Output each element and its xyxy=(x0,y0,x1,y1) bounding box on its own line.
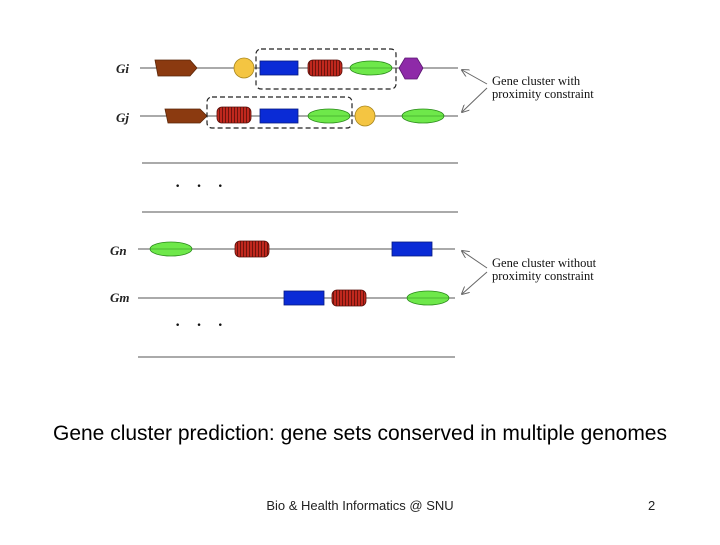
genome-label-gn: Gn xyxy=(110,243,127,258)
yellow-gene-gj xyxy=(354,105,376,127)
brown-gene-gj xyxy=(164,108,208,124)
red-gene-gj xyxy=(216,106,252,124)
genome-label-gm: Gm xyxy=(110,290,130,305)
ellipsis-top: · · · xyxy=(175,178,229,195)
cluster-box-gi xyxy=(255,48,397,90)
yellow-gene-gi xyxy=(233,57,255,79)
red-gene-gn xyxy=(234,240,270,258)
brown-gene-gi xyxy=(154,59,198,77)
slide-caption: Gene cluster prediction: gene sets conse… xyxy=(52,422,667,445)
red-gene-gi xyxy=(307,59,343,77)
genome-gi: Gi xyxy=(116,48,458,90)
annotation-without-line2: proximity constraint xyxy=(492,269,594,283)
blue-gene-gj xyxy=(259,108,299,124)
arrow-to-gm xyxy=(462,271,488,294)
purple-gene-gi xyxy=(398,57,424,80)
genome-gn: Gn xyxy=(110,240,455,258)
blue-gene-gi xyxy=(259,60,299,76)
genome-gj: Gj xyxy=(116,96,458,129)
arrow-to-gj xyxy=(462,87,488,112)
arrow-to-gn xyxy=(462,251,488,269)
genome-gm: Gm xyxy=(110,289,455,307)
slide-footer: Bio & Health Informatics @ SNU xyxy=(266,498,454,513)
annotation-without-line1: Gene cluster without xyxy=(492,256,597,270)
red-gene-gm xyxy=(331,289,367,307)
annotation-with-line1: Gene cluster with xyxy=(492,74,581,88)
arrow-to-gi xyxy=(462,70,488,85)
page-number: 2 xyxy=(648,498,656,513)
ellipsis-bottom: · · · xyxy=(175,317,229,334)
genome-label-gi: Gi xyxy=(116,61,129,76)
bracket-without-constraint: Gene cluster without proximity constrain… xyxy=(462,251,597,294)
genome-label-gj: Gj xyxy=(116,110,129,125)
bracket-with-constraint: Gene cluster with proximity constraint xyxy=(462,70,594,112)
cluster-box-gj xyxy=(206,96,353,129)
annotation-with-line2: proximity constraint xyxy=(492,87,594,101)
blue-gene-gn xyxy=(391,241,433,257)
blue-gene-gm xyxy=(283,290,325,306)
